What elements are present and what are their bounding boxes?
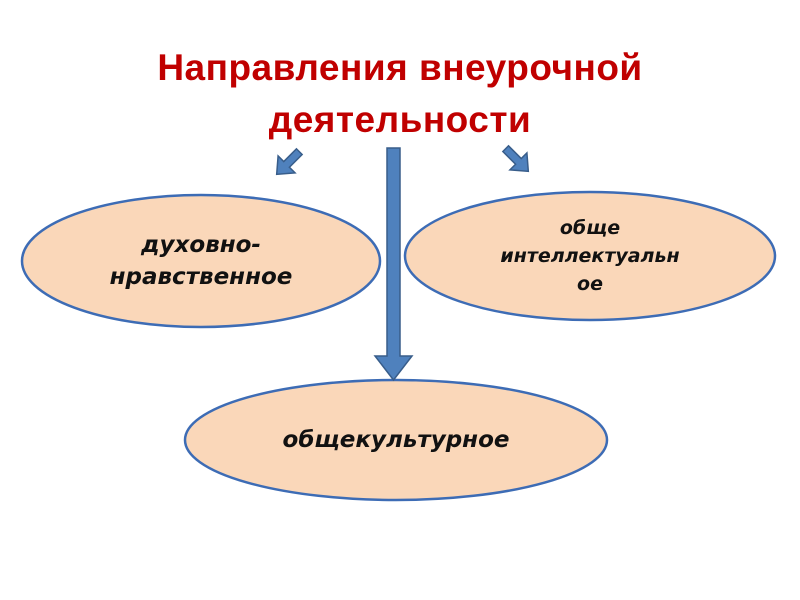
- arrow-down-left: [275, 147, 304, 176]
- node-general-intellectual: обще интеллектуальн ое: [405, 192, 775, 320]
- node-general-cultural: общекультурное: [185, 380, 607, 500]
- slide-title-line-1: Направления внеурочной: [157, 47, 643, 88]
- node-general-intellectual-line-1: обще: [559, 217, 621, 239]
- arrow-down-right: [501, 144, 530, 173]
- ellipse-left: [20, 193, 382, 329]
- ellipse-bottom: [183, 378, 609, 502]
- slide-title-line-2: деятельности: [268, 99, 532, 140]
- node-general-intellectual-line-2: интеллектуальн: [500, 245, 680, 267]
- arrow-down-center: [373, 147, 414, 382]
- node-spiritual-moral-line-2: нравственное: [109, 264, 293, 290]
- ellipse-right: [403, 190, 777, 322]
- node-spiritual-moral: духовно- нравственное: [22, 196, 380, 326]
- node-spiritual-moral-line-1: духовно-: [140, 232, 261, 258]
- node-general-intellectual-line-3: ое: [577, 273, 603, 295]
- node-general-cultural-line-1: общекультурное: [282, 427, 510, 453]
- slide-title: Направления внеурочной деятельности: [0, 42, 800, 146]
